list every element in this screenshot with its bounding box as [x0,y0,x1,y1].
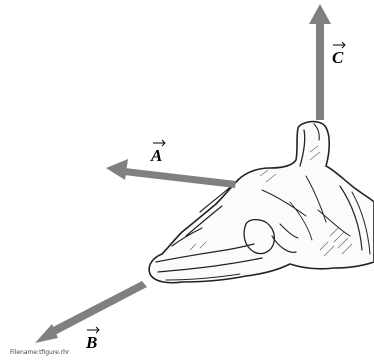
svg-text:A: A [150,146,162,165]
vector-a-label: A [150,140,165,165]
filename-caption: Filename:tfigure.rhr [10,349,69,356]
svg-text:B: B [85,333,97,352]
vector-a-arrow [106,159,236,188]
vector-b-label: B [85,327,99,352]
vector-c-label: C [332,42,345,67]
hand-sketch [149,122,374,283]
vector-c-arrow [309,4,331,120]
svg-text:C: C [332,48,344,67]
